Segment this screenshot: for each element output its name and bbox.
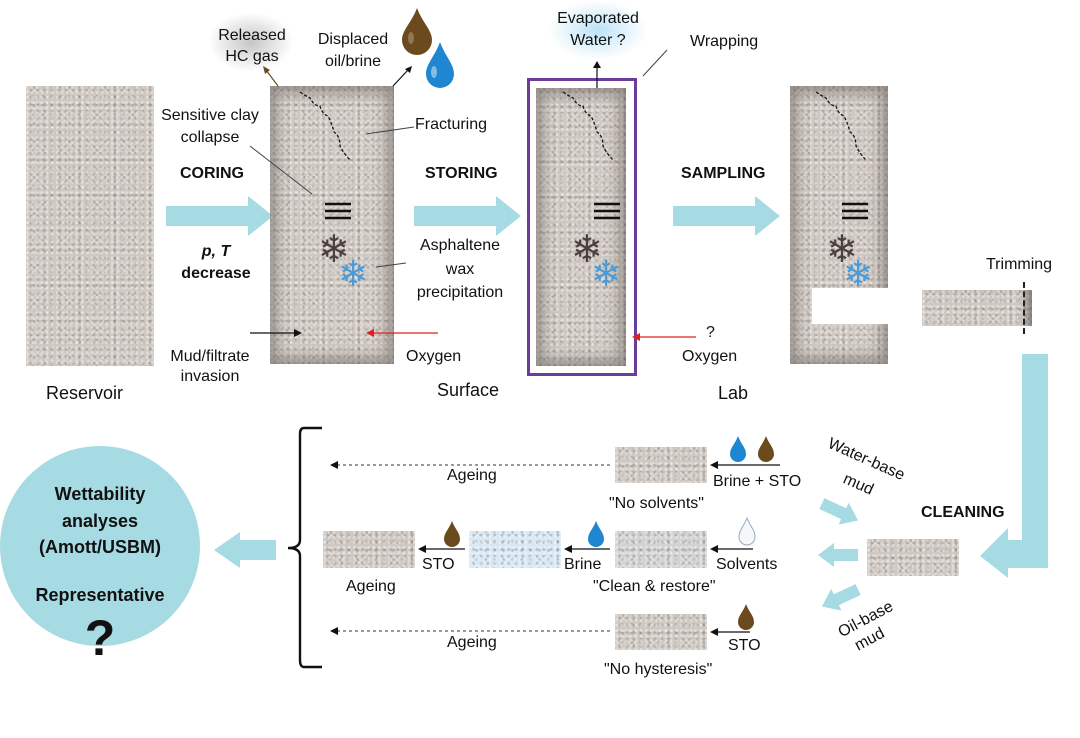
- sto-label-mid: STO: [422, 556, 455, 573]
- wrapping-frame: [527, 78, 637, 376]
- branch-arrows: [818, 498, 861, 611]
- asphaltene-line3: precipitation: [416, 284, 504, 301]
- solvent-branch-arrow: [818, 543, 858, 567]
- mud-line1: Mud/filtrate: [170, 348, 250, 365]
- asphaltene-snowflake-icon: ❄ ❄ ❄: [318, 229, 858, 271]
- storing-label: STORING: [425, 165, 498, 182]
- sto-plug: [323, 531, 415, 568]
- sampling-label: SAMPLING: [681, 165, 766, 182]
- svg-text:❄: ❄: [571, 229, 603, 271]
- evaporated-line1: Evaporated: [557, 10, 639, 27]
- oil-drop-icon: [758, 436, 774, 462]
- brine-drop-icon: [588, 521, 604, 547]
- wax-snowflake-icon: ❄ ❄ ❄: [338, 253, 873, 294]
- fracture-line: [299, 91, 351, 161]
- ageing-label-top: Ageing: [447, 467, 497, 484]
- oxygen-question: ?: [706, 324, 715, 341]
- cleaning-label: CLEANING: [921, 504, 1005, 521]
- solvents-label: Solvents: [716, 556, 778, 573]
- released-gas-line1: Released: [218, 27, 286, 44]
- trimmed-plug: [922, 290, 1032, 326]
- clean-restore-label: "Clean & restore": [593, 578, 716, 595]
- oil-drop-icon: [444, 521, 460, 547]
- brine-sto-label: Brine + STO: [713, 473, 802, 490]
- oil-base-arrow: [821, 584, 861, 611]
- fracturing-label: Fracturing: [415, 116, 488, 133]
- oxygen-label-surface: Oxygen: [406, 348, 462, 365]
- storing-arrow: [414, 196, 522, 236]
- brace: [287, 426, 322, 669]
- svg-text:❄: ❄: [591, 253, 621, 294]
- no-hysteresis-plug: [615, 614, 707, 650]
- brine-drop-icon: [426, 42, 454, 88]
- displaced-line1: Displaced: [317, 31, 389, 48]
- fracture-line: [815, 91, 867, 161]
- asphaltene-line2: wax: [445, 261, 475, 278]
- water-base-arrow: [819, 498, 859, 525]
- oxygen-label-lab: Oxygen: [682, 348, 738, 365]
- svg-text:❄: ❄: [338, 253, 368, 294]
- wrapped-core: [536, 88, 626, 366]
- wrapping-label: Wrapping: [690, 33, 759, 50]
- solvent-drop-icon: [738, 516, 756, 546]
- brine-label: Brine: [564, 556, 602, 573]
- result-line1: Wettability: [54, 484, 146, 504]
- reservoir-label: Reservoir: [46, 383, 124, 403]
- svg-text:❄: ❄: [318, 229, 350, 271]
- released-gas-line2: HC gas: [225, 48, 279, 65]
- evaporated-line2: Water ?: [570, 32, 626, 49]
- cleaning-arrow: [980, 354, 1048, 578]
- clay-line2: collapse: [180, 129, 240, 146]
- oil-drop-icon: [738, 604, 754, 630]
- result-line3: (Amott/USBM): [39, 537, 161, 557]
- result-circle: [0, 446, 200, 646]
- sampling-arrow: [673, 196, 781, 236]
- displaced-line2: oil/brine: [324, 53, 382, 70]
- result-line4: Representative: [35, 585, 165, 605]
- coring-label: CORING: [180, 165, 244, 182]
- no-solvents-plug: [615, 447, 707, 483]
- fracture-line: [562, 91, 614, 161]
- clay-collapse-icon: [325, 202, 868, 220]
- oil-drop-icon: [402, 8, 432, 55]
- ageing-label-bottom: Ageing: [447, 634, 497, 651]
- cleaning-plug: [867, 539, 959, 576]
- plug-cutout: [812, 288, 890, 324]
- svg-text:❄: ❄: [843, 253, 873, 294]
- result-arrow: [214, 532, 276, 568]
- surface-core: [270, 86, 394, 364]
- no-solvents-label: "No solvents": [609, 495, 704, 512]
- top-annotations: ❄❄❄ ❄❄❄: [249, 49, 873, 341]
- coring-arrow: [166, 196, 274, 236]
- result-line2: analyses: [61, 511, 139, 531]
- asphaltene-line1: Asphaltene: [419, 237, 501, 254]
- ageing-label-mid: Ageing: [346, 578, 396, 595]
- svg-text:❄: ❄: [826, 229, 858, 271]
- brine-drop-icon: [730, 436, 746, 462]
- no-hysteresis-label: "No hysteresis": [604, 661, 713, 678]
- sto-label-bottom: STO: [728, 637, 761, 654]
- lab-label: Lab: [718, 383, 749, 403]
- trim-line: [1023, 282, 1025, 334]
- result-question: ?: [84, 610, 116, 666]
- mud-line2: invasion: [180, 368, 240, 385]
- decrease-label: decrease: [181, 265, 251, 282]
- reservoir-rock: [26, 86, 154, 366]
- brine-plug: [469, 531, 561, 568]
- surface-label: Surface: [437, 380, 500, 400]
- pt-label: p, T: [201, 243, 231, 260]
- clay-line1: Sensitive clay: [161, 107, 259, 124]
- solvent-plug: [615, 531, 707, 568]
- trimming-label: Trimming: [986, 256, 1053, 273]
- evap-cloud: [548, 0, 648, 60]
- gas-cloud: [208, 12, 294, 72]
